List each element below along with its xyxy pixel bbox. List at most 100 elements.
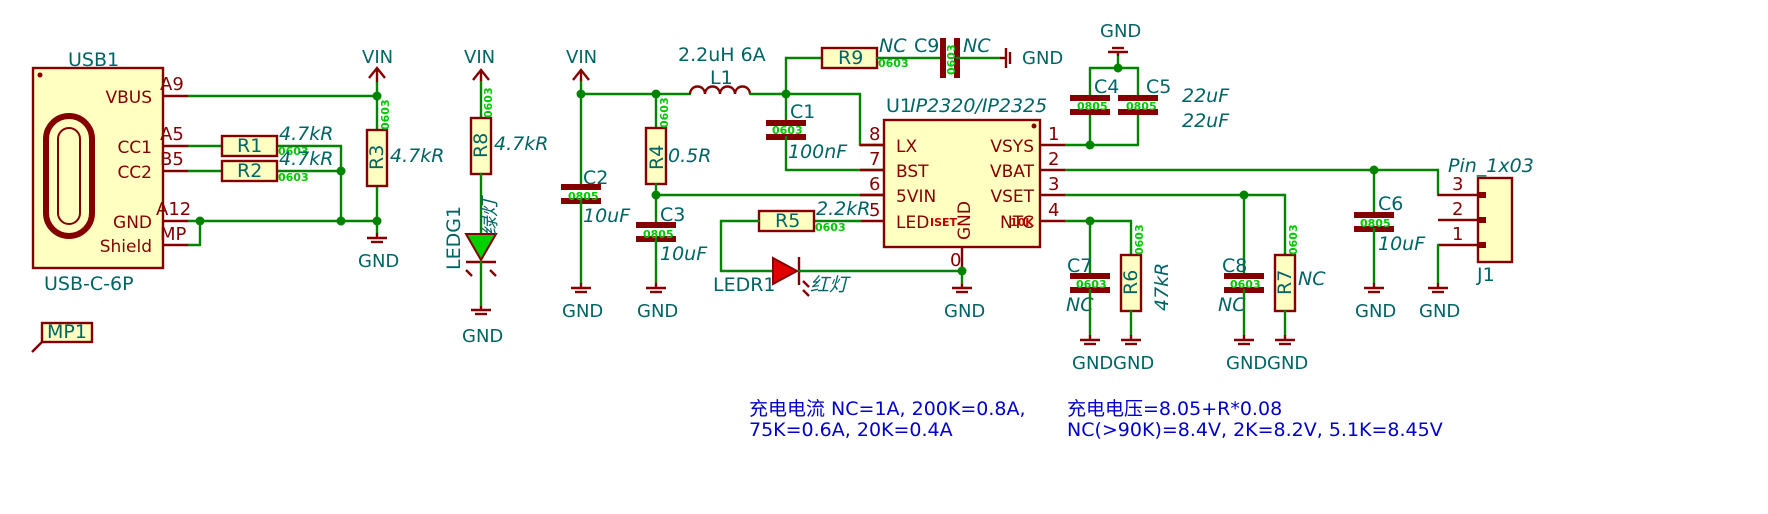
u1-pin-5vin: 5VIN (896, 187, 936, 207)
gnd-label-12: GND (1072, 353, 1113, 374)
c1-value: 100nF (788, 141, 848, 163)
r1-ref: R1 (237, 135, 262, 157)
c9-ref: C9 (914, 35, 939, 57)
c3-value: 10uF (660, 243, 708, 265)
usb-pin-shield: Shield (100, 237, 152, 257)
c2-value: 10uF (583, 205, 631, 227)
gnd-label-11: GND (1267, 353, 1308, 374)
usb-pin-mp: MP (160, 224, 187, 245)
resistor-r1: R1 4.7kR 0603 (220, 123, 333, 158)
vin-label-1: VIN (362, 47, 393, 68)
c5-value: 22uF (1182, 110, 1230, 132)
r7-footprint: 0603 (1287, 224, 1300, 255)
c7-value: NC (1066, 294, 1094, 316)
u1-pin-lx: LX (896, 137, 917, 157)
c2-ref: C2 (583, 167, 608, 189)
gnd-label-7: GND (1100, 21, 1141, 42)
usb-pin-b5: B5 (160, 149, 184, 170)
r9-c9-branch: R9 NC 0603 C9 NC 0603 GND (784, 35, 1063, 125)
u1-pn-1: 1 (1048, 124, 1059, 145)
u1-pn-7: 7 (869, 149, 880, 170)
u1-pin-bst: BST (896, 162, 929, 182)
c1-footprint: 0603 (772, 124, 803, 137)
r9-value: NC (879, 35, 907, 57)
c7-ref: C7 (1067, 255, 1092, 277)
input-stage: VIN C2 0805 10uF GND R4 0.5R 0603 C3 080… (561, 44, 886, 322)
usb-wires (187, 80, 382, 247)
r5-footprint: 0603 (815, 221, 846, 234)
usb-pin-cc2: CC2 (117, 163, 152, 183)
u1-pn-5: 5 (869, 200, 880, 221)
l1-ref: L1 (710, 67, 733, 89)
l1-value: 2.2uH 6A (678, 44, 766, 66)
u1-pn-3: 3 (1048, 174, 1059, 195)
ic-u1: U1 IP2320/IP2325 LX BST 5VIN LED VSYS VB… (860, 95, 1066, 271)
r2-value: 4.7kR (279, 148, 333, 170)
usb-pin-a9: A9 (160, 74, 184, 95)
usb-pin-cc1: CC1 (117, 138, 152, 158)
u1-value: IP2320/IP2325 (910, 95, 1047, 117)
vin-label-2: VIN (464, 47, 495, 68)
c8-ref: C8 (1222, 255, 1247, 277)
c4-value: 22uF (1182, 85, 1230, 107)
r1-value: 4.7kR (279, 123, 333, 145)
note-current-line2: 75K=0.6A, 20K=0.4A (749, 419, 953, 441)
gnd-symbol-1: GND (358, 233, 399, 272)
usb-ref: USB1 (68, 49, 119, 71)
note-voltage-line1: 充电电压=8.05+R*0.08 (1067, 398, 1282, 420)
r7-value: NC (1298, 268, 1326, 290)
r6-ref: R6 (1120, 270, 1142, 295)
r8-value: 4.7kR (494, 133, 548, 155)
resistor-r2: R2 4.7kR 0603 (220, 148, 333, 184)
u1-pn-0: 0 (950, 250, 961, 271)
led-green-branch: VIN R8 4.7kR 0603 LEDG1 绿灯 GND (443, 47, 548, 347)
note-current-line1: 充电电流 NC=1A, 200K=0.8A, (749, 398, 1026, 420)
ledg1-ref: LEDG1 (443, 206, 465, 270)
mp1-marker: MP1 (31, 321, 94, 353)
r3-footprint: 0603 (379, 99, 392, 130)
r4-ref: R4 (646, 145, 668, 170)
vin-symbol-1: VIN (362, 47, 393, 82)
r6-value: 47kR (1151, 263, 1173, 311)
c8-footprint: 0603 (1230, 278, 1261, 291)
usb-pin-a5: A5 (160, 124, 184, 145)
u1-pn-2: 2 (1048, 149, 1059, 170)
u1-pn-6: 6 (869, 174, 880, 195)
gnd-label-5: GND (1022, 48, 1063, 69)
u1-ntc-tag: 10K (1010, 216, 1034, 229)
j1-pin-2: 2 (1452, 199, 1463, 220)
u1-pn-4: 4 (1048, 200, 1059, 221)
u1-pin-ntc: NTC (1000, 213, 1034, 233)
r2-footprint: 0603 (278, 171, 309, 184)
gnd-label-9: GND (1419, 301, 1460, 322)
r9-ref: R9 (838, 47, 863, 69)
ledg1-value: 绿灯 (479, 195, 501, 236)
usb-pin-gnd: GND (113, 213, 152, 233)
output-caps: C4 C5 0805 0805 22uF 22uF GND (1064, 21, 1230, 150)
notes: 充电电流 NC=1A, 200K=0.8A, 75K=0.6A, 20K=0.4… (749, 398, 1443, 441)
c5-footprint: 0805 (1126, 100, 1157, 113)
r8-ref: R8 (470, 133, 492, 158)
r3-value: 4.7kR (390, 145, 444, 167)
capacitor-c1: C1 0603 100nF (766, 101, 886, 172)
usb-pin-a12: A12 (156, 199, 191, 220)
c9-value: NC (963, 35, 991, 57)
u1-pn-8: 8 (869, 124, 880, 145)
c6-value: 10uF (1378, 233, 1426, 255)
vset-branch: C8 0603 NC GND R7 NC 0603 GND (1064, 190, 1326, 374)
c2-footprint: 0805 (568, 190, 599, 203)
c9-footprint: 0603 (945, 44, 958, 75)
c3-footprint: 0805 (643, 228, 674, 241)
u1-pin-led: LED (896, 213, 929, 233)
r5-ref: R5 (775, 210, 800, 232)
j1-pin-1: 1 (1452, 224, 1463, 245)
gnd-label-10: GND (1226, 353, 1267, 374)
gnd-label-3: GND (562, 301, 603, 322)
c6-footprint: 0805 (1360, 217, 1391, 230)
note-voltage-line2: NC(>90K)=8.4V, 2K=8.2V, 5.1K=8.45V (1067, 419, 1443, 441)
r8-footprint: 0603 (482, 87, 495, 118)
usb-connector: USB1 VBUS CC1 CC2 GND Shield USB-C-6P A9… (31, 49, 191, 295)
r1-footprint: 0603 (278, 145, 309, 158)
r9-footprint: 0603 (878, 57, 909, 70)
